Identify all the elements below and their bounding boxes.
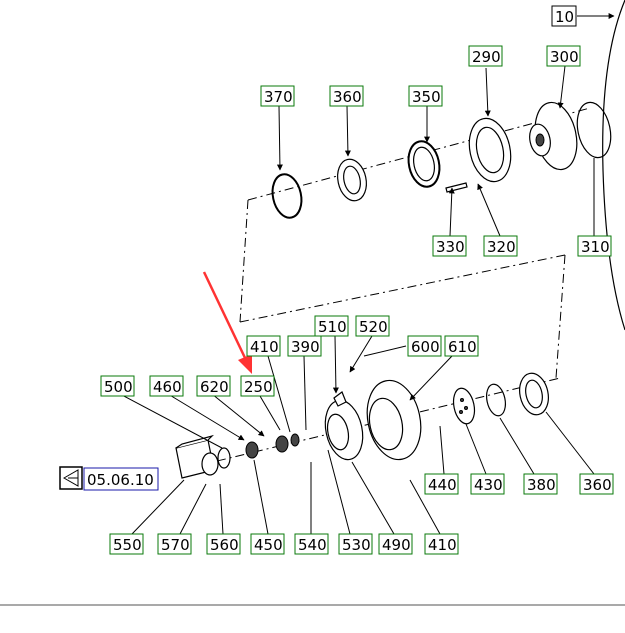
callout-text: 540 bbox=[298, 536, 327, 554]
callout-text: 520 bbox=[359, 318, 388, 336]
callout-550[interactable]: 550 bbox=[109, 533, 144, 555]
callout-text: 10 bbox=[555, 8, 574, 26]
callout-390[interactable]: 390 bbox=[287, 335, 322, 357]
reference-box[interactable] bbox=[59, 466, 83, 490]
callout-540[interactable]: 540 bbox=[294, 533, 329, 555]
callout-330[interactable]: 330 bbox=[432, 235, 467, 257]
callout-text: 390 bbox=[291, 338, 320, 356]
callout-350[interactable]: 350 bbox=[408, 85, 443, 107]
callout-text: 500 bbox=[104, 378, 133, 396]
callout-500[interactable]: 500 bbox=[100, 375, 135, 397]
callout-320[interactable]: 320 bbox=[483, 235, 518, 257]
callout-labels: 10 290 300 370 360 350 330 320 310 510 520 600 610 41… bbox=[100, 5, 614, 555]
callout-450[interactable]: 450 bbox=[250, 533, 285, 555]
callout-text: 430 bbox=[474, 476, 503, 494]
callout-410[interactable]: 410 bbox=[424, 533, 459, 555]
callout-text: 330 bbox=[436, 238, 465, 256]
leader-lines bbox=[119, 13, 615, 535]
callout-520[interactable]: 520 bbox=[355, 315, 390, 337]
part-ring-350 bbox=[407, 140, 441, 188]
callout-460[interactable]: 460 bbox=[149, 375, 184, 397]
callout-text: 490 bbox=[382, 536, 411, 554]
callout-560[interactable]: 560 bbox=[206, 533, 241, 555]
reference-label[interactable]: 05.06.10 bbox=[83, 467, 159, 491]
callout-text: 600 bbox=[411, 338, 440, 356]
housing-outline bbox=[602, 0, 625, 331]
part-oring-380 bbox=[485, 383, 507, 417]
callout-text: 410 bbox=[428, 536, 457, 554]
part-seal-360-upper bbox=[337, 158, 367, 202]
callout-text: 350 bbox=[412, 88, 441, 106]
callout-360[interactable]: 360 bbox=[579, 473, 614, 495]
part-hub-300 bbox=[529, 101, 578, 171]
part-cover-490 bbox=[324, 391, 364, 461]
part-snap-ring-370 bbox=[271, 173, 303, 219]
callout-text: 530 bbox=[342, 536, 371, 554]
callout-text: 440 bbox=[428, 476, 457, 494]
callout-text: 360 bbox=[583, 476, 612, 494]
callout-570[interactable]: 570 bbox=[157, 533, 192, 555]
callout-290[interactable]: 290 bbox=[468, 45, 503, 67]
reference-text: 05.06.10 bbox=[87, 471, 154, 489]
callout-380[interactable]: 380 bbox=[523, 473, 558, 495]
part-disc-430 bbox=[452, 387, 476, 425]
callout-text: 550 bbox=[113, 536, 142, 554]
callout-text: 450 bbox=[254, 536, 283, 554]
callout-490[interactable]: 490 bbox=[378, 533, 413, 555]
callout-530[interactable]: 530 bbox=[338, 533, 373, 555]
bottom-divider bbox=[0, 604, 625, 606]
part-bolt-330 bbox=[445, 182, 468, 193]
part-ring-500 bbox=[217, 447, 231, 469]
part-motor-550 bbox=[175, 434, 219, 479]
callout-text: 510 bbox=[318, 318, 347, 336]
callout-410[interactable]: 410 bbox=[246, 335, 281, 357]
frame-right bbox=[555, 254, 566, 379]
callout-text: 380 bbox=[527, 476, 556, 494]
callout-text: 310 bbox=[581, 238, 610, 256]
part-gear-450 bbox=[245, 441, 259, 459]
callout-610[interactable]: 610 bbox=[444, 335, 479, 357]
callout-250[interactable]: 250 bbox=[240, 375, 275, 397]
frame-left bbox=[239, 199, 249, 323]
callout-text: 610 bbox=[448, 338, 477, 356]
callout-300[interactable]: 300 bbox=[546, 45, 581, 67]
part-housing-390 bbox=[366, 379, 422, 461]
callout-text: 300 bbox=[550, 48, 579, 66]
callout-text: 560 bbox=[210, 536, 239, 554]
callout-text: 570 bbox=[161, 536, 190, 554]
callout-510[interactable]: 510 bbox=[314, 315, 349, 337]
callout-600[interactable]: 600 bbox=[407, 335, 442, 357]
callout-text: 290 bbox=[472, 48, 501, 66]
callout-10[interactable]: 10 bbox=[551, 5, 577, 27]
callout-430[interactable]: 430 bbox=[470, 473, 505, 495]
callout-360[interactable]: 360 bbox=[329, 85, 364, 107]
callout-440[interactable]: 440 bbox=[424, 473, 459, 495]
part-seal-360-lower bbox=[519, 372, 549, 416]
callout-text: 250 bbox=[244, 378, 273, 396]
callout-text: 320 bbox=[487, 238, 516, 256]
highlight-arrow bbox=[202, 271, 252, 374]
part-flange-290 bbox=[468, 117, 512, 183]
callout-text: 360 bbox=[333, 88, 362, 106]
part-gear-250 bbox=[275, 433, 300, 453]
callout-text: 460 bbox=[153, 378, 182, 396]
callout-310[interactable]: 310 bbox=[577, 235, 612, 257]
callout-text: 410 bbox=[250, 338, 279, 356]
callout-620[interactable]: 620 bbox=[196, 375, 231, 397]
callout-text: 620 bbox=[200, 378, 229, 396]
callout-text: 370 bbox=[264, 88, 293, 106]
frame-bottom bbox=[239, 254, 566, 323]
part-oring-310 bbox=[576, 101, 612, 159]
callout-370[interactable]: 370 bbox=[260, 85, 295, 107]
